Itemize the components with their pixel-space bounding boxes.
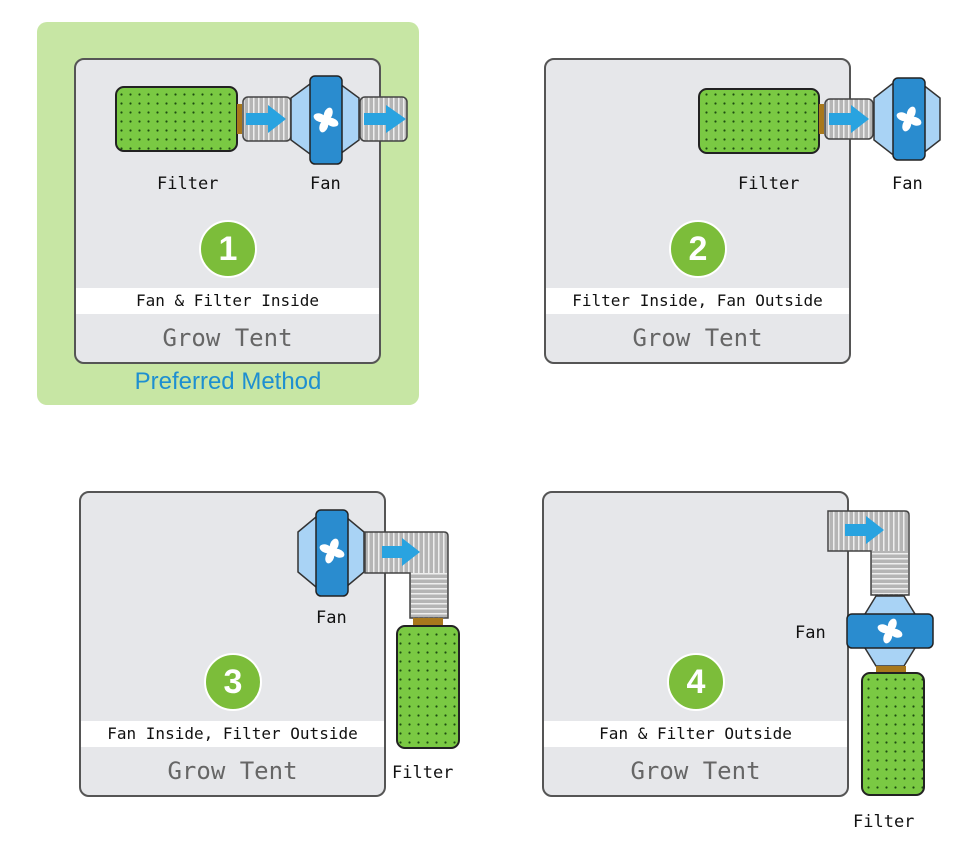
method-badge-2: 2 (669, 220, 727, 278)
fan-label-2: Fan (892, 174, 923, 194)
fan-icon (290, 75, 360, 165)
filter-icon (115, 86, 242, 152)
method-caption-3: Fan Inside, Filter Outside (81, 721, 384, 747)
method-badge-4: 4 (667, 653, 725, 711)
method-badge-1: 1 (199, 220, 257, 278)
preferred-method-label: Preferred Method (134, 368, 322, 395)
filter-label-2: Filter (738, 174, 800, 194)
grow-tent-4: 4 Fan & Filter Outside Grow Tent (542, 491, 849, 797)
fan-label-4: Fan (795, 623, 826, 643)
filter-label-4: Filter (853, 812, 915, 832)
grow-tent-label-1: Grow Tent (162, 324, 293, 352)
filter-label-3: Filter (392, 763, 454, 783)
method-caption-1: Fan & Filter Inside (76, 288, 379, 314)
fan-icon (846, 595, 934, 667)
airflow-arrow-icon (829, 105, 869, 133)
grow-tent-label-2: Grow Tent (632, 324, 763, 352)
airflow-arrow-icon (845, 516, 884, 544)
fan-icon (297, 509, 365, 597)
filter-icon (396, 618, 460, 749)
fan-label-3: Fan (316, 608, 347, 628)
filter-icon (698, 88, 824, 154)
airflow-arrow-icon (246, 105, 286, 133)
grow-tent-label-4: Grow Tent (630, 757, 761, 785)
grow-tent-label-3: Grow Tent (167, 757, 298, 785)
fan-label-1: Fan (310, 174, 341, 194)
filter-icon (861, 666, 925, 796)
fan-icon (873, 77, 941, 161)
filter-label-1: Filter (157, 174, 219, 194)
method-badge-3: 3 (204, 653, 262, 711)
method-caption-2: Filter Inside, Fan Outside (546, 288, 849, 314)
airflow-arrow-icon (382, 538, 420, 566)
airflow-arrow-icon (364, 105, 406, 133)
method-caption-4: Fan & Filter Outside (544, 721, 847, 747)
